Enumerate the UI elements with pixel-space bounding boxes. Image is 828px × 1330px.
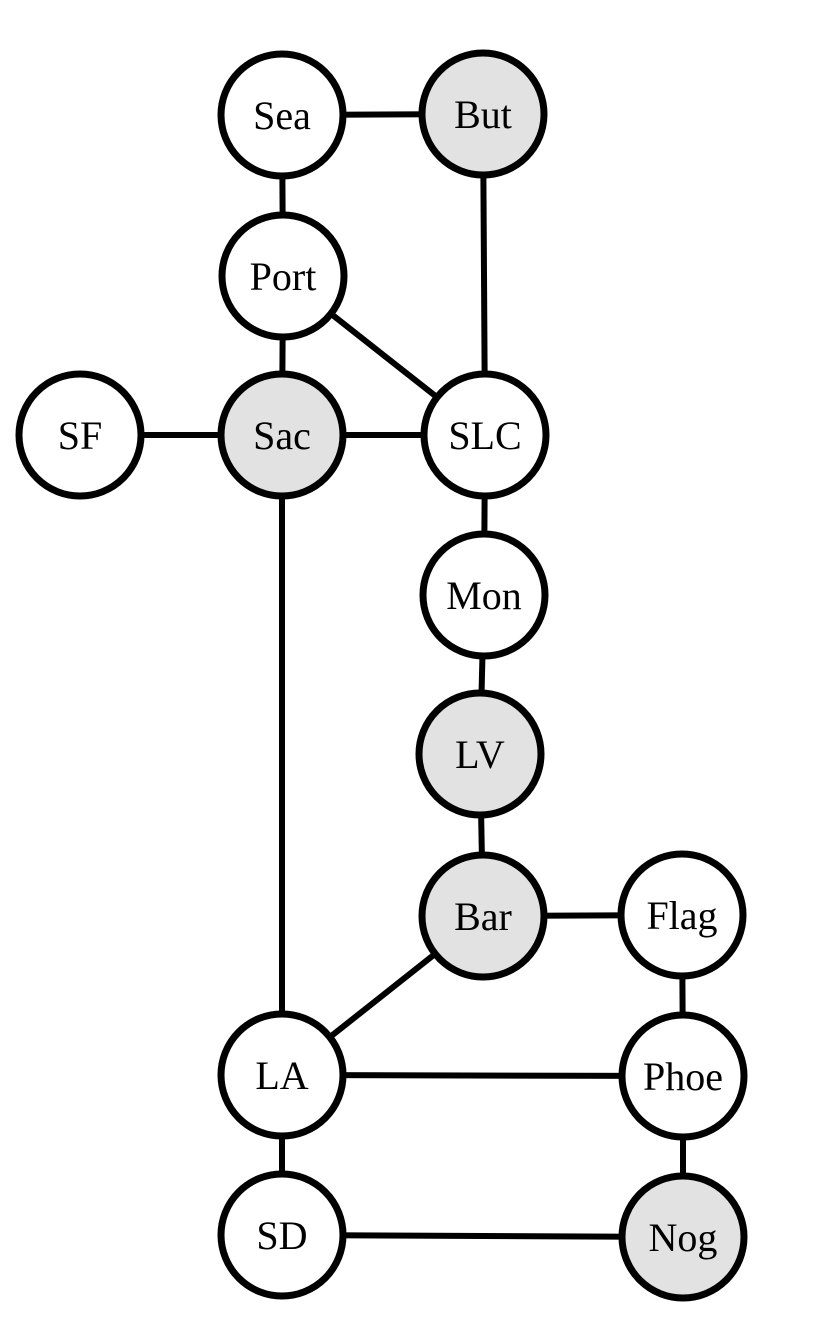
node-circle-Nog-shaded (618, 1172, 748, 1302)
node-label-But: But (454, 92, 512, 137)
node-circle-Port (218, 211, 348, 341)
node-label-Bar: Bar (454, 894, 512, 939)
node-label-LV: LV (455, 732, 505, 777)
node-circle-SLC (420, 370, 550, 500)
node-Bar: Bar (418, 851, 548, 981)
edge-SD-Nog (281, 1232, 684, 1240)
node-LA: LA (217, 1010, 347, 1140)
edge-layer (80, 111, 686, 1240)
node-SF: SF (15, 370, 145, 500)
node-Phoe: Phoe (618, 1011, 748, 1141)
node-circle-Phoe (618, 1011, 748, 1141)
node-circle-SF (15, 370, 145, 500)
node-circle-LA (217, 1010, 347, 1140)
node-Port: Port (218, 211, 348, 341)
node-Nog: Nog (618, 1172, 748, 1302)
node-label-Sea: Sea (253, 93, 311, 138)
node-label-Sac: Sac (253, 413, 311, 458)
node-label-SF: SF (58, 413, 103, 458)
node-circle-LV-shaded (415, 689, 545, 819)
node-Sea: Sea (217, 50, 347, 180)
node-circle-Bar-shaded (418, 851, 548, 981)
node-SD: SD (217, 1170, 347, 1300)
node-Sac: Sac (217, 370, 347, 500)
node-circle-SD (217, 1170, 347, 1300)
node-label-Mon: Mon (446, 573, 522, 618)
node-label-Nog: Nog (649, 1215, 718, 1260)
edge-LA-Phoe (281, 1072, 684, 1079)
node-LV: LV (415, 689, 545, 819)
node-label-Phoe: Phoe (643, 1054, 723, 1099)
node-label-Port: Port (250, 254, 317, 299)
node-circle-Sac-shaded (217, 370, 347, 500)
node-Flag: Flag (617, 850, 747, 980)
node-circle-But-shaded (418, 49, 548, 179)
node-label-Flag: Flag (646, 893, 717, 938)
node-But: But (418, 49, 548, 179)
node-Mon: Mon (419, 530, 549, 660)
node-label-SD: SD (256, 1213, 307, 1258)
node-label-SLC: SLC (448, 413, 521, 458)
node-circle-Sea (217, 50, 347, 180)
node-SLC: SLC (420, 370, 550, 500)
node-label-LA: LA (255, 1053, 308, 1098)
node-circle-Mon (419, 530, 549, 660)
node-circle-Flag (617, 850, 747, 980)
